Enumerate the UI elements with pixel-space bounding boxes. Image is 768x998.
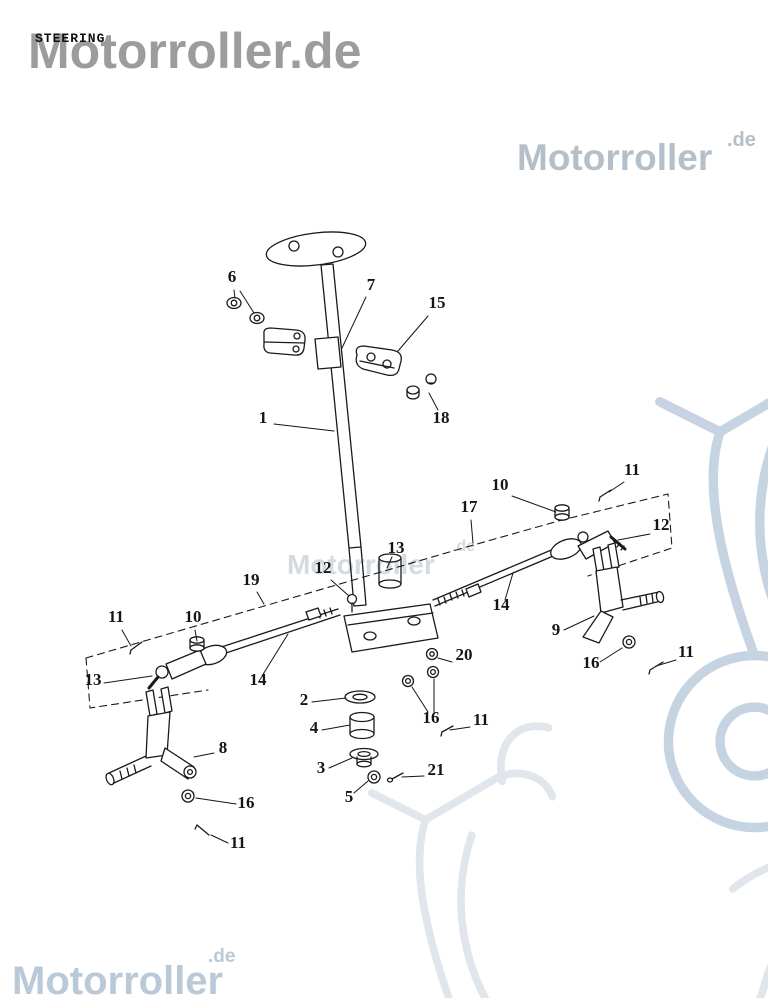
part-callout-2: 2 xyxy=(300,690,309,709)
left-tie-rod xyxy=(129,607,341,690)
part-callout-19: 19 xyxy=(243,570,260,589)
leader-line-11 xyxy=(121,629,132,647)
leader-line-15 xyxy=(397,315,429,352)
right-tie-rod xyxy=(432,489,627,607)
leader-line-8 xyxy=(193,752,215,758)
exploded-diagram: 6715118101117121312191411109201314161121… xyxy=(85,231,695,852)
part-callout-12: 12 xyxy=(653,515,670,534)
part-callout-13: 13 xyxy=(85,670,102,689)
leader-line-3 xyxy=(328,757,353,769)
watermark-top-text: Motorroller.de xyxy=(28,23,361,79)
part-callout-4: 4 xyxy=(310,718,319,737)
assembly-dashed-lines xyxy=(85,493,673,709)
upper-holder xyxy=(355,345,402,377)
part-callout-1: 1 xyxy=(259,408,268,427)
part-callout-15: 15 xyxy=(429,293,446,312)
scooter-watermark-icon xyxy=(660,327,768,828)
part-callout-10: 10 xyxy=(492,475,509,494)
part-callout-11: 11 xyxy=(230,833,246,852)
handlebar-mount-plate xyxy=(265,231,367,267)
leader-line-11 xyxy=(608,481,625,493)
part-callout-11: 11 xyxy=(624,460,640,479)
leader-line-4 xyxy=(321,724,351,731)
part-callout-11: 11 xyxy=(473,710,489,729)
watermark-de-bottom: .de xyxy=(208,946,235,967)
leader-line-2 xyxy=(311,697,347,703)
watermark-brand-center: Motorroller xyxy=(287,549,435,580)
leader-line-10 xyxy=(194,629,198,642)
part-callout-7: 7 xyxy=(367,275,376,294)
part-callout-14: 14 xyxy=(493,595,511,614)
small-caps xyxy=(406,373,437,400)
column-collar xyxy=(314,336,342,370)
part-callout-14: 14 xyxy=(250,670,268,689)
part-callout-9: 9 xyxy=(552,620,561,639)
part-callout-13: 13 xyxy=(388,538,405,557)
part-callout-21: 21 xyxy=(428,760,445,779)
right-knuckle xyxy=(582,542,665,675)
leader-line-12 xyxy=(617,533,651,541)
part-callout-8: 8 xyxy=(219,738,228,757)
leader-line-12 xyxy=(330,579,350,597)
cotter-pin xyxy=(129,641,143,655)
leader-line-6 xyxy=(233,289,236,299)
part-callout-10: 10 xyxy=(185,607,202,626)
part-callout-12: 12 xyxy=(315,558,332,577)
leader-line-17 xyxy=(470,519,474,544)
leader-line-11 xyxy=(655,659,677,667)
cotter-pin xyxy=(194,824,210,836)
part-callout-16: 16 xyxy=(423,708,440,727)
washer-stack xyxy=(344,690,404,784)
part-callout-6: 6 xyxy=(228,267,237,286)
part-callout-3: 3 xyxy=(317,758,326,777)
page-title: STEERING xyxy=(35,31,105,46)
leader-line-7 xyxy=(341,296,367,349)
leader-line-5 xyxy=(353,780,369,794)
leader-line-16 xyxy=(411,686,429,713)
leader-line-9 xyxy=(563,615,595,631)
handlebar-clamp xyxy=(263,327,306,356)
leader-line-19 xyxy=(256,591,265,605)
leader-line-16 xyxy=(599,647,623,663)
part-callout-16: 16 xyxy=(583,653,600,672)
cotter-pin xyxy=(648,661,664,675)
cotter-pin xyxy=(440,725,454,737)
clamp-nuts xyxy=(226,296,265,325)
watermark-de-center: .de xyxy=(452,538,475,555)
tie-rod-end xyxy=(165,649,207,680)
watermark-de-right: .de xyxy=(727,129,756,151)
leader-line-18 xyxy=(428,392,439,411)
part-callout-18: 18 xyxy=(433,408,450,427)
leader-line-13 xyxy=(386,556,393,569)
part-callout-5: 5 xyxy=(345,787,354,806)
leader-line-11 xyxy=(449,726,471,731)
left-knuckle xyxy=(105,686,210,836)
watermark-brand-bottom: Motorroller xyxy=(12,959,223,998)
cotter-pin xyxy=(598,489,612,502)
part-callout-11: 11 xyxy=(678,642,694,661)
leader-line-14 xyxy=(261,633,289,677)
part-callout-11: 11 xyxy=(108,607,124,626)
leader-line-21 xyxy=(401,775,425,778)
leader-line-20 xyxy=(437,657,453,663)
leader-line-13 xyxy=(103,675,153,684)
steering-column xyxy=(265,231,367,607)
part-callout-16: 16 xyxy=(238,793,255,812)
leader-line-1 xyxy=(273,423,335,432)
part-callout-20: 20 xyxy=(456,645,473,664)
bracket-hardware xyxy=(401,647,454,737)
part-callout-17: 17 xyxy=(461,497,479,516)
leader-line-6 xyxy=(239,290,255,314)
watermark-brand-right: Motorroller xyxy=(517,137,712,178)
leader-line-10 xyxy=(511,495,557,513)
column-lower-bracket xyxy=(343,553,439,653)
leader-line-16 xyxy=(195,797,237,805)
leader-line-14 xyxy=(504,572,514,601)
leader-line-11 xyxy=(210,834,229,844)
